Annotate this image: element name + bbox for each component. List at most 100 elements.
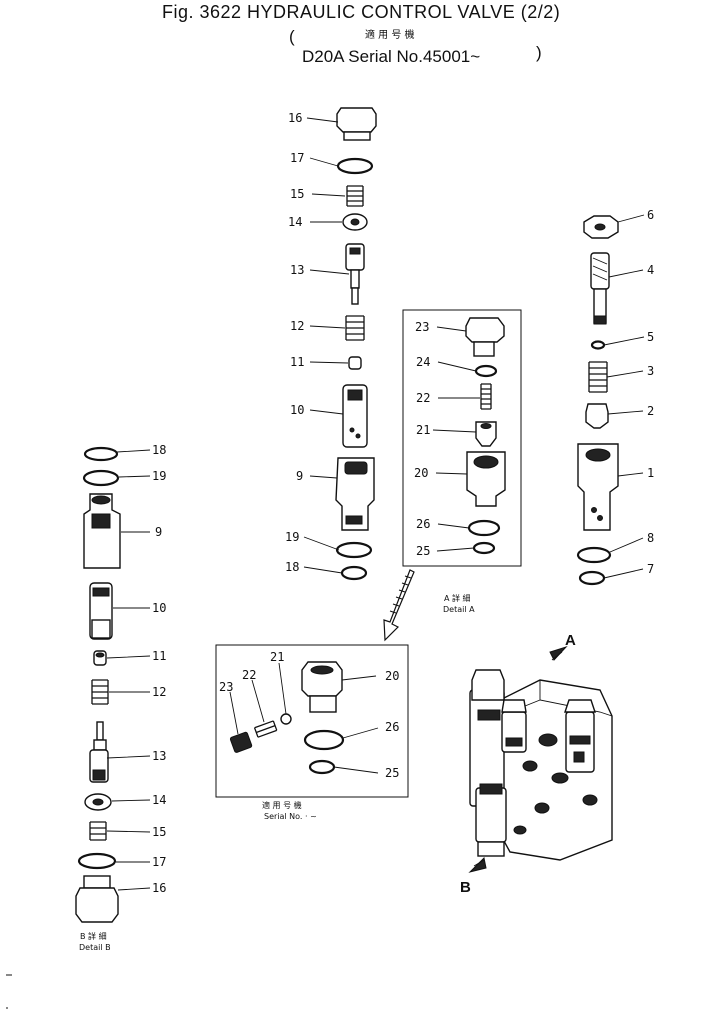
inset-caption-jp: 適 用 号 機 xyxy=(262,800,302,810)
label-14: 14 xyxy=(288,215,302,229)
spring-part xyxy=(346,185,364,207)
o-ring-part xyxy=(308,759,336,775)
label-16: 16 xyxy=(152,881,166,895)
o-ring-part xyxy=(590,340,606,350)
label-10: 10 xyxy=(290,403,304,417)
label-12: 12 xyxy=(152,685,166,699)
o-ring-part xyxy=(336,157,374,175)
o-ring-part xyxy=(77,852,117,870)
o-ring-part xyxy=(578,570,606,586)
detail-b-caption-jp: B 詳 細 xyxy=(80,931,107,941)
label-24: 24 xyxy=(416,355,430,369)
label-13: 13 xyxy=(290,263,304,277)
poppet-part xyxy=(585,403,609,429)
label-11: 11 xyxy=(290,355,304,369)
o-ring-part xyxy=(474,364,498,378)
inset-label-22: 22 xyxy=(242,668,256,682)
o-ring-part xyxy=(472,541,496,555)
o-ring-part xyxy=(576,546,612,564)
poppet-part xyxy=(475,421,497,447)
label-10: 10 xyxy=(152,601,166,615)
valve-body-part xyxy=(335,457,375,531)
label-16: 16 xyxy=(288,111,302,125)
ball-part xyxy=(280,713,292,725)
spring-part xyxy=(345,315,365,341)
detail-a-caption: Detail A xyxy=(443,605,475,614)
valve-body-part xyxy=(577,443,619,531)
arrow-a xyxy=(549,645,568,661)
label-17: 17 xyxy=(152,855,166,869)
inset-label-25: 25 xyxy=(385,766,399,780)
label-20: 20 xyxy=(414,466,428,480)
poppet-part xyxy=(229,731,253,753)
poppet-part xyxy=(96,721,104,741)
label-23: 23 xyxy=(415,320,429,334)
valve-assembly: A B xyxy=(460,632,613,896)
label-13: 13 xyxy=(152,749,166,763)
header: Fig. 3622 HYDRAULIC CONTROL VALVE (2/2) … xyxy=(162,2,560,66)
label-19: 19 xyxy=(285,530,299,544)
label-11: 11 xyxy=(152,649,166,663)
label-5: 5 xyxy=(647,330,654,344)
spring-part xyxy=(480,383,492,410)
o-ring-part xyxy=(467,519,501,537)
label-8: 8 xyxy=(647,531,654,545)
cartridge xyxy=(475,787,507,843)
label-6: 6 xyxy=(647,208,654,222)
label-19: 19 xyxy=(152,469,166,483)
inset-label-26: 26 xyxy=(385,720,399,734)
o-ring-part xyxy=(82,469,120,487)
o-ring-part xyxy=(335,541,373,559)
scan-marks xyxy=(6,974,12,1009)
label-7: 7 xyxy=(647,562,654,576)
right-stack: 6 4 5 3 2 1 8 7 xyxy=(576,208,654,586)
applicability-jp: 適 用 号 機 xyxy=(365,28,415,41)
seat-part xyxy=(348,356,362,370)
inset-caption: Serial No. · ~ xyxy=(264,812,317,821)
inset-label-21: 21 xyxy=(270,650,284,664)
label-12: 12 xyxy=(290,319,304,333)
spring-part xyxy=(588,361,608,393)
plug-part xyxy=(83,875,111,889)
label-4: 4 xyxy=(647,263,654,277)
label-22: 22 xyxy=(416,391,430,405)
label-3: 3 xyxy=(647,364,654,378)
plug-thread xyxy=(343,131,371,141)
detail-b-caption: Detail B xyxy=(79,943,111,952)
applicability-serial: D20A Serial No.45001~ xyxy=(302,47,480,66)
figure-title: Fig. 3622 HYDRAULIC CONTROL VALVE (2/2) xyxy=(162,2,560,22)
label-9: 9 xyxy=(155,525,162,539)
valve-body-part xyxy=(83,493,121,569)
o-ring-part xyxy=(83,446,119,462)
hatched-arrow xyxy=(383,569,415,642)
label-9: 9 xyxy=(296,469,303,483)
spring-part xyxy=(253,720,278,738)
detail-a-frame xyxy=(402,309,522,567)
inset-label-20: 20 xyxy=(385,669,399,683)
label-2: 2 xyxy=(647,404,654,418)
plug-part xyxy=(336,107,377,133)
cap-part xyxy=(465,317,505,343)
o-ring-part xyxy=(303,729,345,751)
inset-label-23: 23 xyxy=(219,680,233,694)
spring-part xyxy=(91,679,109,705)
label-25: 25 xyxy=(416,544,430,558)
label-1: 1 xyxy=(647,466,654,480)
label-18: 18 xyxy=(285,560,299,574)
center-stack: 16 17 15 14 13 12 11 10 9 19 18 xyxy=(285,107,377,581)
detail-a: 23 24 22 21 20 26 25 A 詳 細 Detail A xyxy=(402,309,522,614)
label-26: 26 xyxy=(416,517,430,531)
label-18: 18 xyxy=(152,443,166,457)
label-15: 15 xyxy=(152,825,166,839)
label-15: 15 xyxy=(290,187,304,201)
detail-b-stack: 18 19 9 10 11 12 13 14 15 17 16 B 詳 細 De… xyxy=(75,443,166,952)
label-b: B xyxy=(460,879,471,896)
label-a: A xyxy=(565,632,576,649)
detail-a-caption-jp: A 詳 細 xyxy=(444,593,471,603)
paren-right: ) xyxy=(536,43,542,62)
inset-frame xyxy=(215,644,409,798)
inset-detail: 21 20 22 23 26 25 適 用 号 機 Serial No. · ~ xyxy=(215,644,409,821)
o-ring-part xyxy=(340,565,368,581)
label-17: 17 xyxy=(290,151,304,165)
